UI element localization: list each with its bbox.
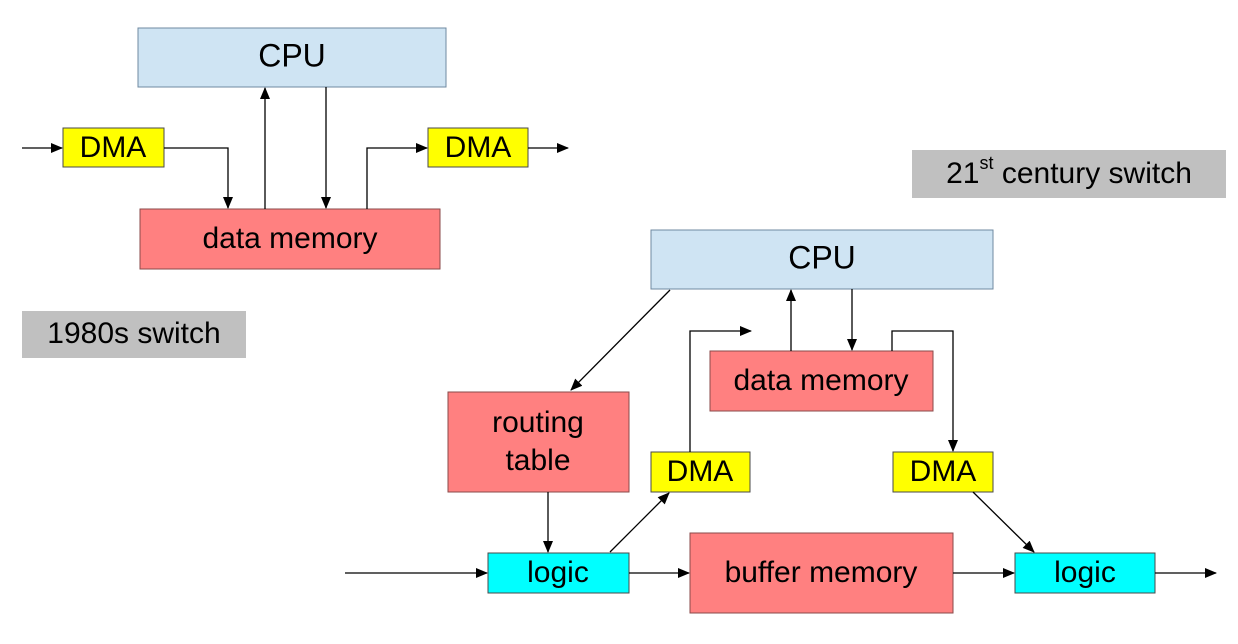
old-dma-in-box	[62, 127, 165, 168]
new-cpu-box	[650, 229, 994, 290]
new-dma-right-label: DMA	[910, 455, 977, 488]
old-dma-in-label: DMA	[80, 131, 147, 164]
buffer-memory-box	[689, 532, 954, 614]
new-dma-left-label: DMA	[667, 455, 734, 488]
dma-to-logic-arrow	[972, 491, 1035, 553]
old-caption-box	[22, 311, 246, 358]
old-cpu-box	[137, 27, 447, 88]
old-dma-out-box	[427, 127, 529, 168]
new-caption-label: 21st century switch	[946, 153, 1192, 190]
old-dma-to-memory-arrow	[164, 147, 233, 209]
old-cpu-label: CPU	[258, 37, 326, 73]
old-data-memory-box	[139, 208, 441, 270]
dma-to-data-memory-arrow	[689, 326, 752, 452]
old-dma-out-label: DMA	[445, 131, 512, 164]
old-data-memory-label: data memory	[202, 222, 377, 255]
new-caption-box	[912, 150, 1226, 198]
logic-out-box	[1014, 552, 1156, 594]
new-dma-right-box	[892, 451, 994, 493]
old-caption-label: 1980s switch	[47, 317, 220, 350]
logic-in-label: logic	[527, 556, 589, 589]
buffer-memory-label: buffer memory	[725, 556, 918, 589]
new-cpu-label: CPU	[788, 239, 856, 275]
cpu-to-routing-table-arrow	[570, 289, 671, 391]
logic-out-label: logic	[1054, 556, 1116, 589]
old-switch: CPU DMA DMA data memory 1980s switch	[22, 27, 569, 358]
new-dma-left-box	[650, 451, 751, 493]
new-data-memory-label: data memory	[733, 364, 908, 397]
routing-table-label-line1: routing	[492, 406, 584, 439]
old-memory-to-dma-arrow	[366, 143, 428, 209]
logic-to-dma-arrow	[609, 492, 670, 553]
new-switch: 21st century switch CPU data memory rout…	[345, 150, 1226, 614]
routing-table-box	[447, 391, 630, 493]
data-memory-to-dma-arrow	[891, 330, 958, 452]
routing-table-label-line2: table	[505, 444, 570, 477]
new-data-memory-box	[709, 350, 934, 412]
